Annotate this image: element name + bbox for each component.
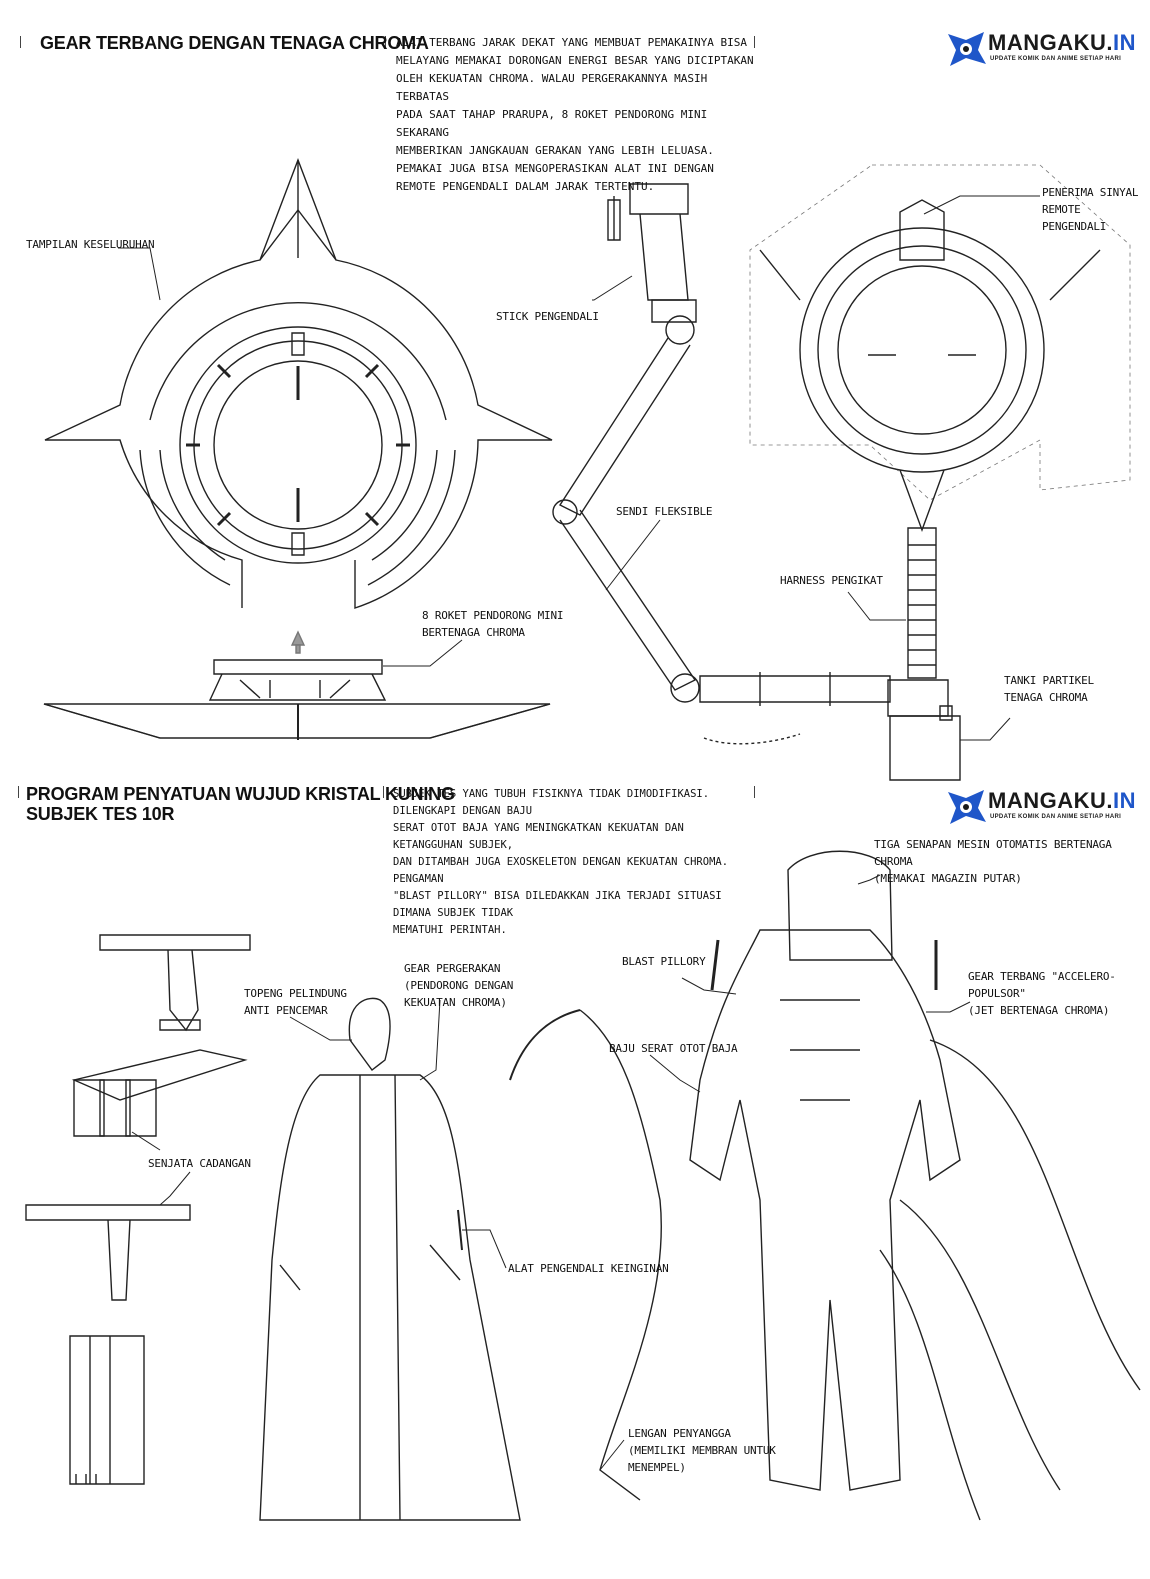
label-desire-controller: ALAT PENGENDALI KEINGINAN [508, 1262, 669, 1275]
label-signal-receiver: PENERIMA SINYAL REMOTE PENGENDALI [1042, 186, 1139, 233]
label-flight-gear: GEAR TERBANG "ACCELERO-POPULSOR" (JET BE… [968, 970, 1116, 1017]
watermark-top: MANGAKU.IN UPDATE KOMIK DAN ANIME SETIAP… [944, 26, 1144, 72]
logo-tagline: UPDATE KOMIK DAN ANIME SETIAP HARI [990, 814, 1122, 820]
divider-tick [383, 786, 384, 798]
label-muscle-suit: BAJU SERAT OTOT BAJA [609, 1042, 738, 1055]
flight-gear-side-view [44, 632, 550, 740]
watermark-bottom: MANGAKU.IN UPDATE KOMIK DAN ANIME SETIAP… [944, 784, 1144, 830]
armored-figure-drawing [510, 851, 1140, 1520]
divider-tick [385, 36, 386, 48]
logo-tagline: UPDATE KOMIK DAN ANIME SETIAP HARI [990, 56, 1122, 62]
label-particle-tank: TANKI PARTIKEL TENAGA CHROMA [1004, 674, 1094, 704]
label-control-stick: STICK PENGENDALI [496, 310, 599, 323]
logo-accent: IN [1113, 30, 1136, 55]
divider-tick [754, 786, 755, 798]
ninja-star-icon [948, 32, 986, 66]
label-blast-pillory: BLAST PILLORY [622, 955, 706, 968]
robed-figure-drawing [260, 998, 520, 1520]
logo-accent: IN [1113, 788, 1136, 813]
divider-tick [754, 36, 755, 48]
label-mini-rockets: 8 ROKET PENDORONG MINI BERTENAGA CHROMA [422, 609, 564, 639]
section2-title: PROGRAM PENYATUAN WUJUD KRISTAL KUNING S… [26, 784, 455, 824]
leader-lines-top [118, 196, 1040, 740]
label-three-rifles: TIGA SENAPAN MESIN OTOMATIS BERTENAGA CH… [874, 838, 1112, 885]
section1-description: ALAT TERBANG JARAK DEKAT YANG MEMBUAT PE… [396, 36, 754, 193]
backup-weapon-drawing [26, 935, 250, 1484]
label-overall-view: TAMPILAN KESELURUHAN [26, 238, 155, 251]
label-support-arm: LENGAN PENYANGGA (MEMILIKI MEMBRAN UNTUK… [628, 1427, 776, 1474]
logo-name: MANGAKU. [988, 788, 1113, 813]
label-mask: TOPENG PELINDUNG ANTI PENCEMAR [244, 987, 347, 1017]
label-backup-weapon: SENJATA CADANGAN [148, 1157, 251, 1170]
ninja-star-icon [948, 790, 986, 824]
label-movement-gear: GEAR PERGERAKAN (PENDORONG DENGAN KEKUAT… [404, 962, 514, 1009]
logo-name: MANGAKU. [988, 30, 1113, 55]
label-harness: HARNESS PENGIKAT [780, 574, 883, 587]
label-flexible-joint: SENDI FLEKSIBLE [616, 505, 713, 518]
leader-lines-bottom [132, 875, 970, 1470]
section2-description: SUBJEK TES YANG TUBUH FISIKNYA TIDAK DIM… [393, 788, 729, 936]
flight-gear-back-view [750, 165, 1130, 678]
divider-tick [20, 36, 21, 48]
section1-title: GEAR TERBANG DENGAN TENAGA CHROMA [40, 33, 429, 53]
divider-tick [18, 786, 19, 798]
control-stick-arm [553, 184, 960, 780]
flight-gear-front-view [45, 160, 552, 608]
